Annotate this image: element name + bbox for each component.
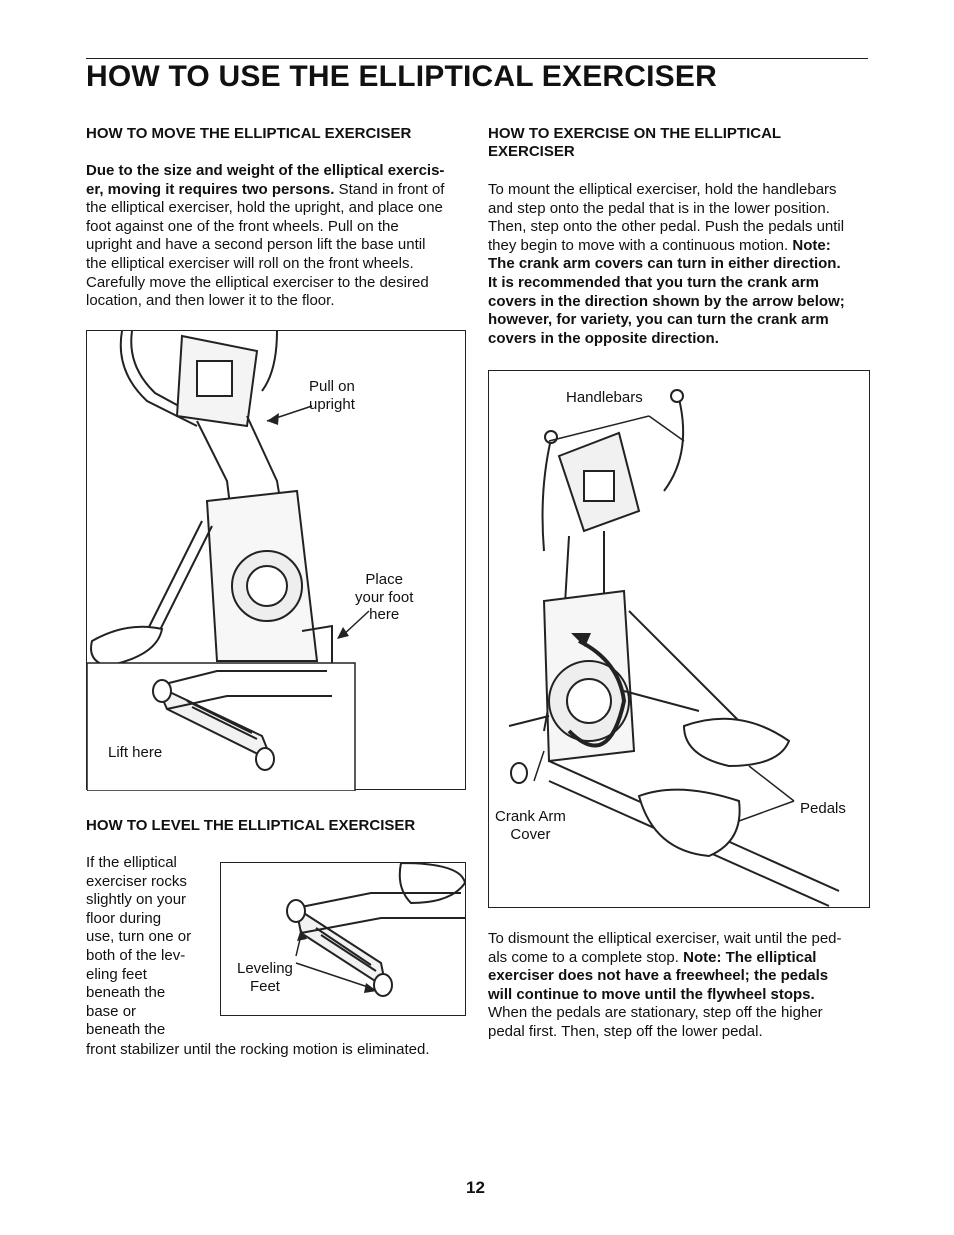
heading-line: HOW TO EXERCISE ON THE ELLIPTICAL bbox=[488, 125, 782, 142]
move-line: location, and then lower it to the floor… bbox=[86, 292, 335, 310]
label-line: Place bbox=[365, 571, 403, 588]
exercise-line: however, for variety, you can turn the c… bbox=[488, 311, 829, 329]
exercise-line: they begin to move with a continuous mot… bbox=[488, 237, 868, 256]
label-line: Feet bbox=[249, 977, 280, 995]
level-line: eling feet bbox=[86, 965, 147, 983]
move-line: foot against one of the front wheels. Pu… bbox=[86, 217, 399, 235]
level-last-line: front stabilizer until the rocking motio… bbox=[86, 1041, 430, 1058]
move-line: the elliptical exerciser, hold the uprig… bbox=[86, 199, 443, 217]
level-line: beneath the bbox=[86, 984, 166, 1002]
level-line: floor during bbox=[86, 909, 162, 927]
exercise-line: To mount the elliptical exerciser, hold … bbox=[488, 181, 837, 198]
exercise-heading: HOW TO EXERCISE ON THE ELLIPTICAL EXERCI… bbox=[488, 125, 781, 161]
exercise-paragraph: To mount the elliptical exerciser, hold … bbox=[488, 181, 868, 348]
exercise-figure: Handlebars Crank Arm Cover Pedals bbox=[488, 370, 870, 908]
title-rule bbox=[86, 58, 868, 59]
level-line: use, turn one or bbox=[86, 928, 192, 946]
level-line: both of the lev- bbox=[86, 946, 186, 964]
dismount-paragraph: To dismount the elliptical exerciser, wa… bbox=[488, 930, 868, 1042]
move-line: Carefully move the elliptical exerciser … bbox=[86, 273, 429, 291]
dismount-text-run: als come to a complete stop. bbox=[488, 948, 679, 966]
label-line: Leveling bbox=[237, 960, 293, 977]
label-line: upright bbox=[309, 395, 355, 413]
level-line: exerciser rocks bbox=[86, 872, 187, 890]
dismount-bold-run: Note: The elliptical bbox=[678, 948, 817, 966]
exercise-line: covers in the opposite direction. bbox=[488, 329, 719, 347]
label-crank-arm-cover: Crank Arm Cover bbox=[495, 808, 566, 843]
move-paragraph: Due to the size and weight of the ellipt… bbox=[86, 162, 466, 311]
dismount-line: exerciser does not have a freewheel; the… bbox=[488, 967, 829, 985]
dismount-line: will continue to move until the flywheel… bbox=[488, 985, 815, 1003]
level-paragraph: If the elliptical exerciser rocks slight… bbox=[86, 854, 216, 1040]
exercise-line: Then, step onto the other pedal. Push th… bbox=[488, 218, 845, 236]
label-line: Pull on bbox=[309, 378, 355, 395]
exercise-line: The crank arm covers can turn in either … bbox=[488, 255, 841, 273]
label-pull-on-upright: Pull on upright bbox=[309, 378, 355, 413]
move-bold-run: er, moving it requires two persons. bbox=[86, 180, 335, 198]
move-figure: Pull on upright Place your foot here Lif… bbox=[86, 330, 466, 791]
label-handlebars: Handlebars bbox=[566, 389, 643, 406]
exercise-bold-run: Note: bbox=[788, 236, 831, 254]
label-leveling-feet: Leveling Feet bbox=[237, 960, 293, 995]
dismount-line: pedal first. Then, step off the lower pe… bbox=[488, 1022, 763, 1040]
move-line: upright and have a second person lift th… bbox=[86, 236, 426, 254]
level-heading: HOW TO LEVEL THE ELLIPTICAL EXERCISER bbox=[86, 817, 416, 834]
page-title: HOW TO USE THE ELLIPTICAL EXERCISER bbox=[86, 60, 717, 93]
level-line: beneath the bbox=[86, 1021, 166, 1039]
label-pedals: Pedals bbox=[800, 800, 846, 817]
move-illustration bbox=[87, 331, 370, 791]
exercise-text-run: they begin to move with a continuous mot… bbox=[488, 236, 789, 254]
label-line: here bbox=[369, 606, 400, 623]
heading-line: EXERCISER bbox=[488, 143, 575, 160]
exercise-line: and step onto the pedal that is in the l… bbox=[488, 199, 830, 217]
label-place-foot: Place your foot here bbox=[355, 571, 413, 624]
dismount-line: To dismount the elliptical exerciser, wa… bbox=[488, 930, 842, 947]
dismount-line: When the pedals are stationary, step off… bbox=[488, 1004, 823, 1022]
label-line: Cover bbox=[510, 825, 551, 843]
label-line: Crank Arm bbox=[495, 808, 566, 825]
dismount-line: als come to a complete stop. Note: The e… bbox=[488, 949, 868, 968]
level-line: base or bbox=[86, 1002, 137, 1020]
level-illustration bbox=[286, 863, 467, 997]
level-line: If the elliptical bbox=[86, 854, 177, 871]
move-line: Due to the size and weight of the ellipt… bbox=[86, 162, 445, 179]
label-lift-here: Lift here bbox=[108, 744, 163, 761]
move-text-run: Stand in front of bbox=[334, 180, 445, 198]
label-line: your foot bbox=[355, 588, 414, 606]
level-line: slightly on your bbox=[86, 891, 187, 909]
page-number: 12 bbox=[466, 1178, 485, 1197]
exercise-illustration bbox=[508, 389, 840, 907]
move-heading: HOW TO MOVE THE ELLIPTICAL EXERCISER bbox=[86, 125, 412, 142]
move-line: er, moving it requires two persons. Stan… bbox=[86, 181, 466, 200]
level-figure: Leveling Feet bbox=[220, 862, 467, 1016]
exercise-line: covers in the direction shown by the arr… bbox=[488, 292, 845, 310]
move-line: the elliptical exerciser will roll on th… bbox=[86, 254, 414, 272]
exercise-line: It is recommended that you turn the cran… bbox=[488, 273, 819, 291]
